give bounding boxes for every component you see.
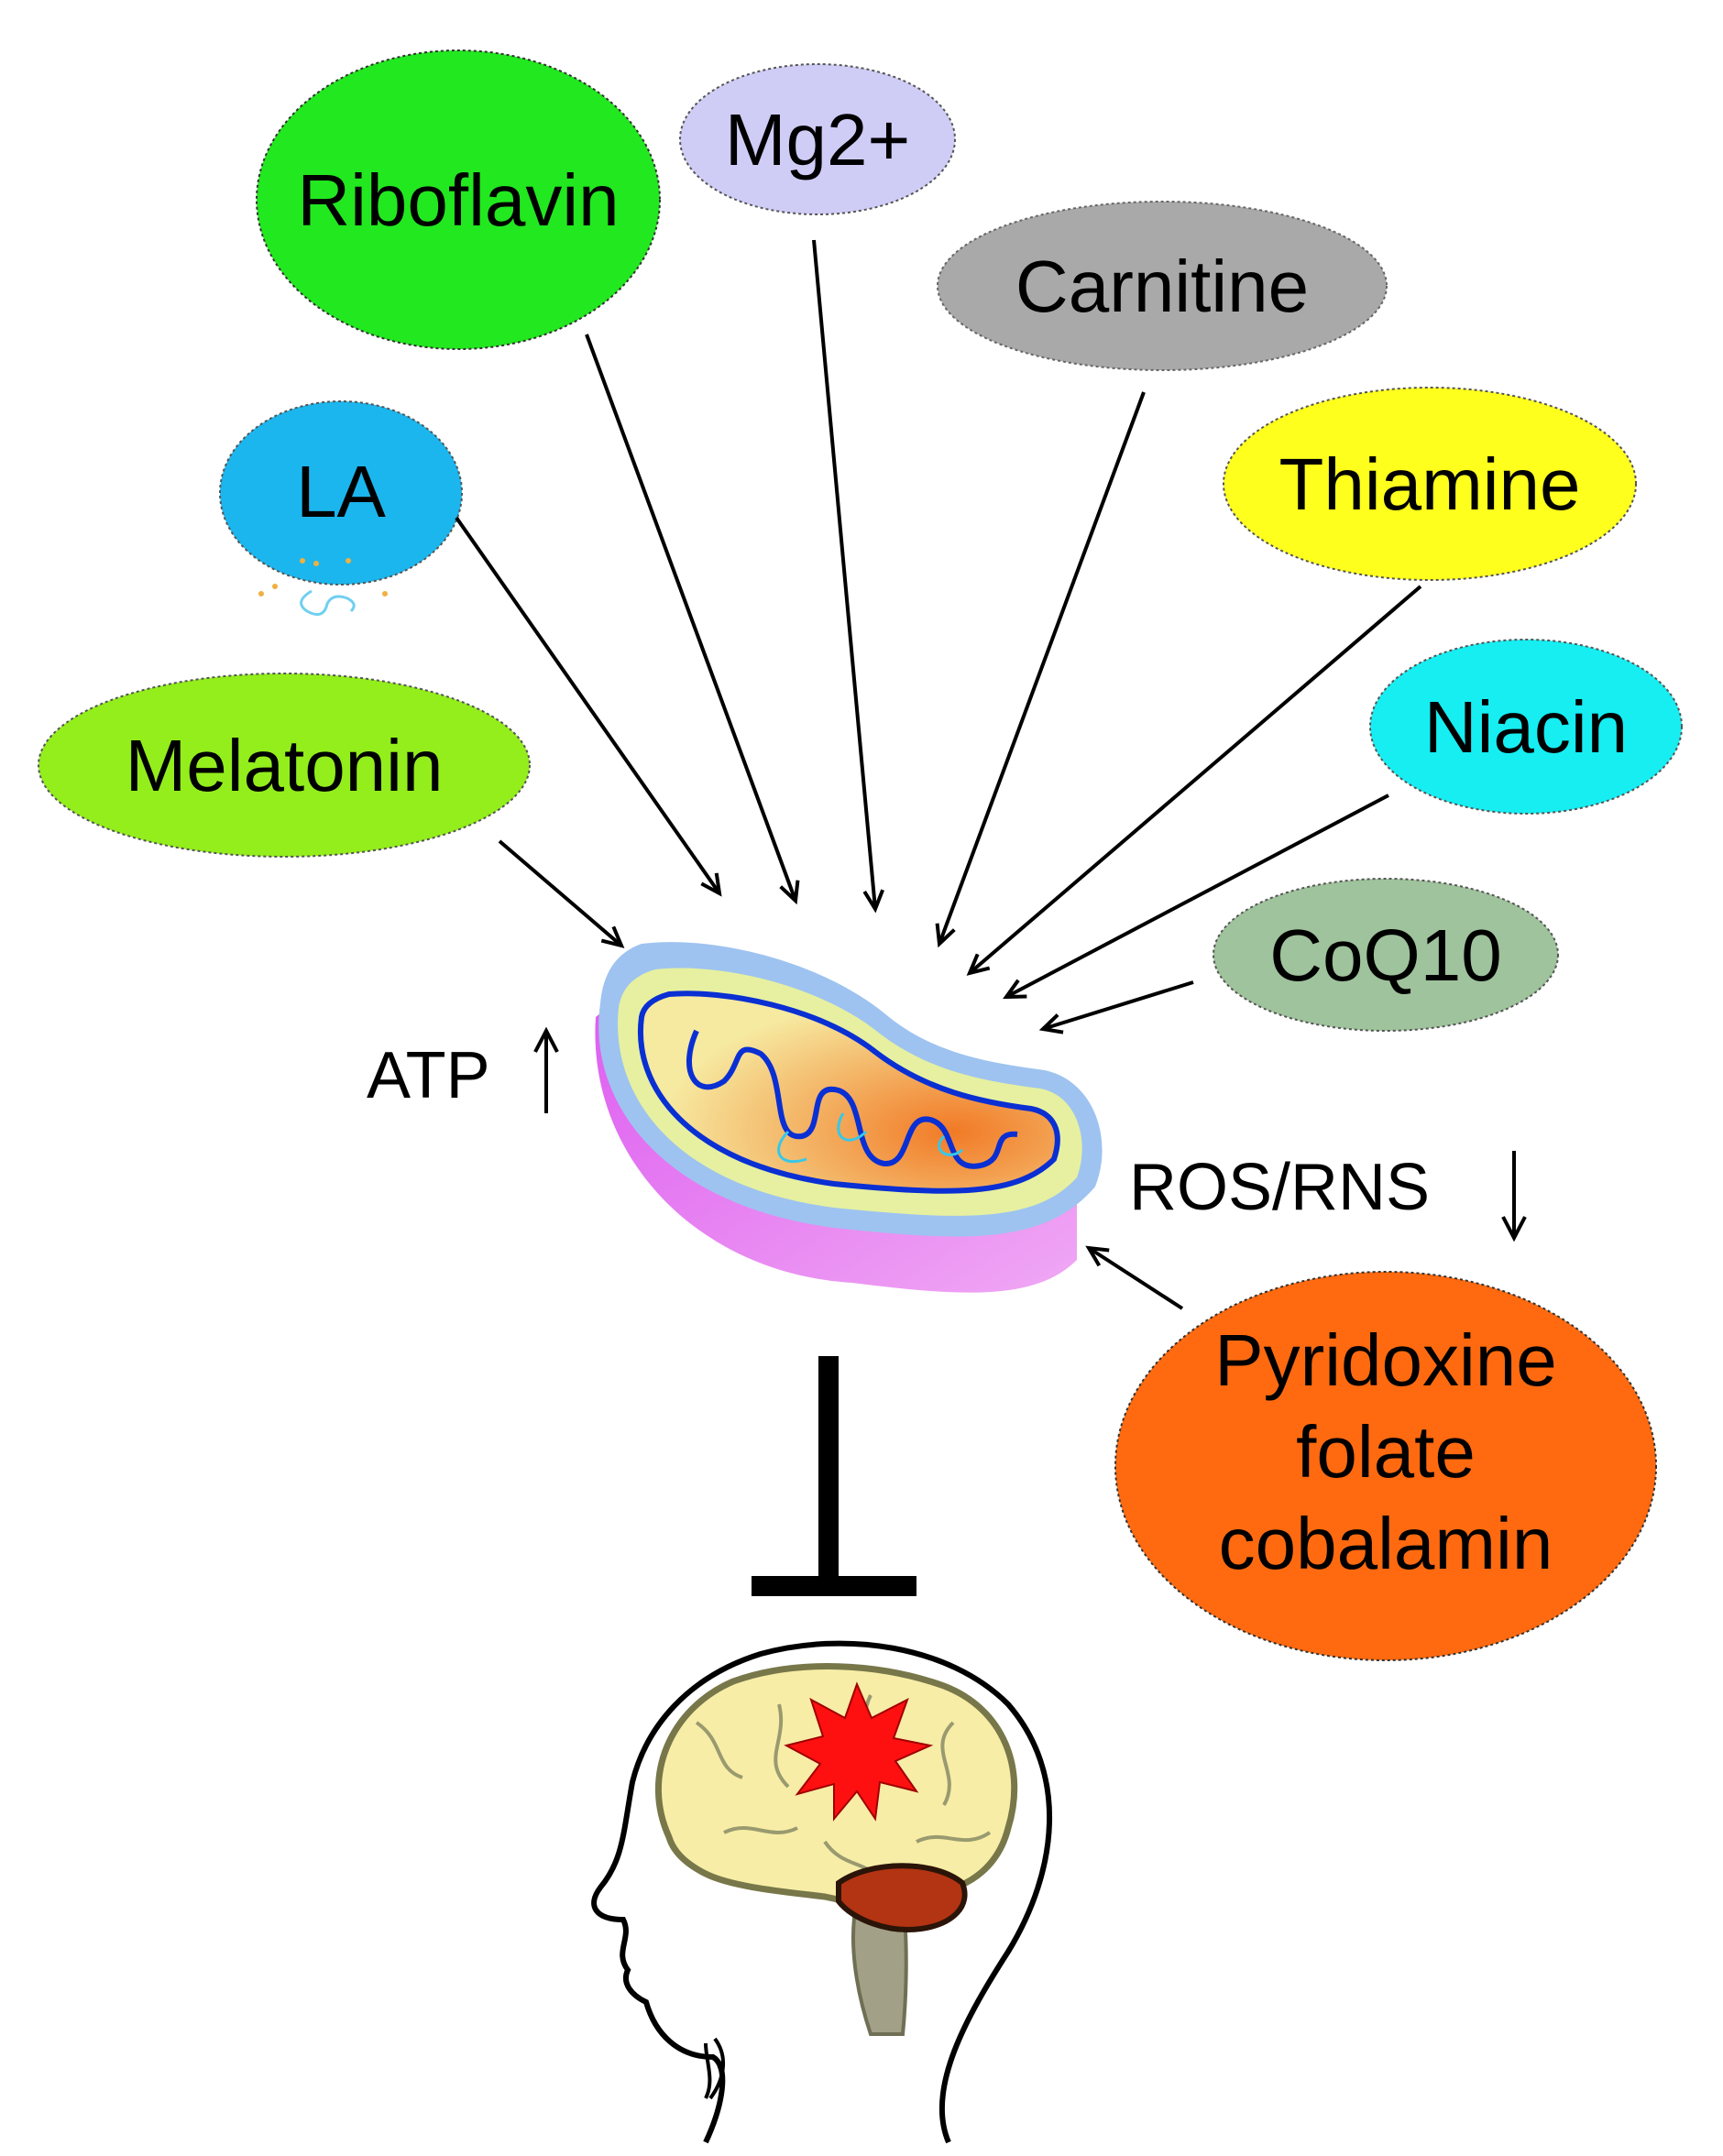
arrow-up-icon	[533, 1026, 559, 1113]
node-pyridoxine-line-3: cobalamin	[1219, 1503, 1553, 1584]
node-riboflavin-label: Riboflavin	[297, 159, 619, 241]
effect-ros: ROS/RNS	[1129, 1151, 1527, 1242]
arrow-carnitine	[935, 391, 1146, 948]
node-niacin-label: Niacin	[1424, 686, 1628, 768]
node-carnitine-label: Carnitine	[1015, 246, 1309, 327]
node-mg: Mg2+	[679, 63, 956, 215]
molecule-icon	[258, 558, 388, 617]
node-mg-label: Mg2+	[725, 99, 910, 181]
arrow-coq10	[1038, 980, 1194, 1034]
node-melatonin-label: Melatonin	[126, 725, 444, 806]
effect-ros-label: ROS/RNS	[1129, 1151, 1430, 1224]
node-riboflavin: Riboflavin	[256, 49, 661, 350]
arrow-niacin	[1003, 793, 1389, 1000]
arrows	[455, 239, 1422, 1310]
node-thiamine: Thiamine	[1223, 387, 1637, 581]
arrow-pyridoxine	[1085, 1245, 1184, 1310]
effect-atp: ATP	[367, 1026, 559, 1113]
effect-atp-label: ATP	[367, 1039, 490, 1112]
node-carnitine: Carnitine	[937, 201, 1388, 371]
arrow-thiamine	[966, 585, 1422, 976]
inhibition-icon	[752, 1356, 916, 1596]
node-pyridoxine-line-2: folate	[1296, 1411, 1476, 1493]
arrow-riboflavin	[585, 334, 800, 905]
node-coq10-label: CoQ10	[1269, 914, 1501, 996]
node-pyridoxine-line-1: Pyridoxine	[1214, 1319, 1557, 1401]
node-la: LA	[219, 400, 463, 617]
node-thiamine-label: Thiamine	[1279, 443, 1580, 525]
node-la-label: LA	[296, 451, 386, 532]
node-niacin: Niacin	[1369, 639, 1683, 815]
node-melatonin: Melatonin	[38, 673, 531, 858]
arrow-down-icon	[1501, 1151, 1527, 1242]
arrow-melatonin	[498, 839, 625, 948]
mitochondrion-icon	[595, 942, 1103, 1293]
node-coq10: CoQ10	[1213, 878, 1559, 1032]
arrow-la	[455, 516, 722, 897]
arrow-mg	[812, 239, 884, 914]
brain-head-icon	[591, 1640, 1052, 2144]
node-pyridoxine: Pyridoxine folate cobalamin	[1114, 1271, 1657, 1661]
